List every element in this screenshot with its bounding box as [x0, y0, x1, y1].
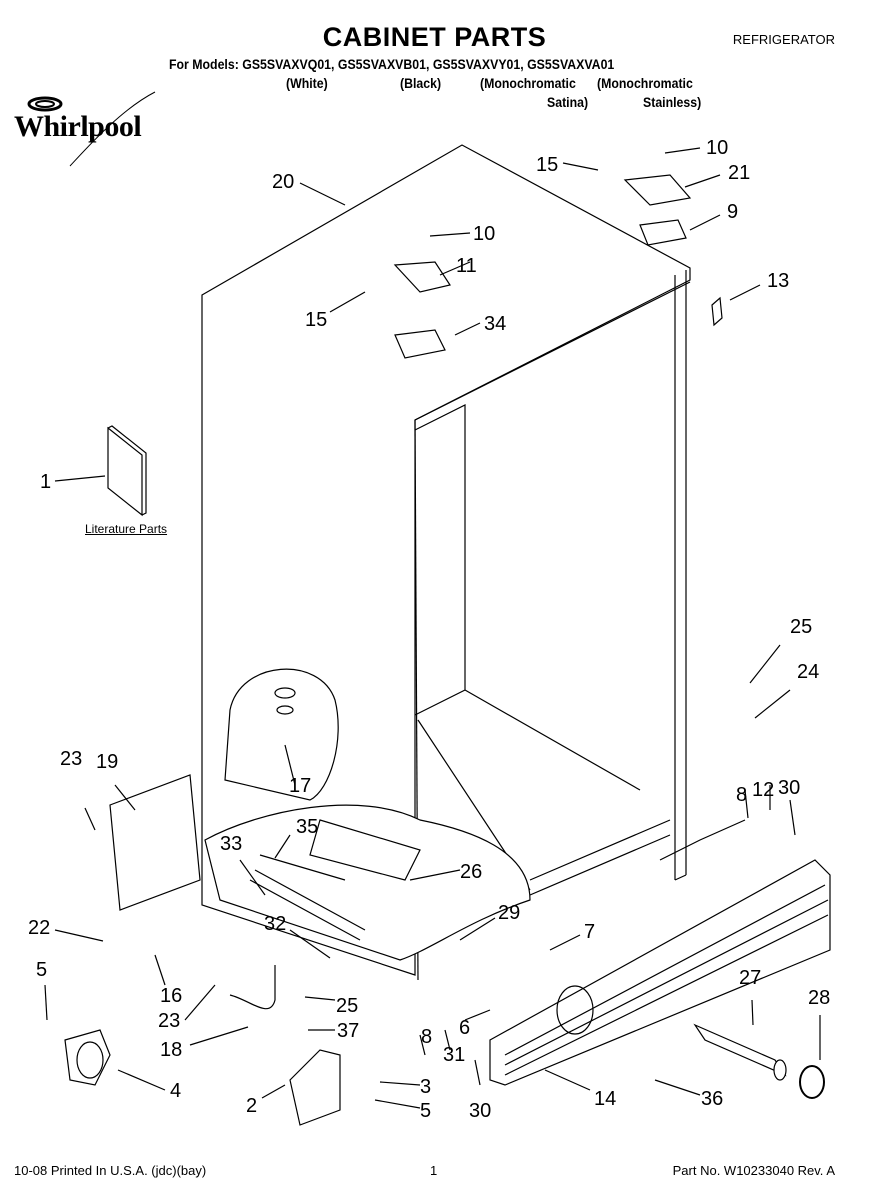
cabinet-inner-frame — [414, 404, 466, 716]
callout-c19: 19 — [96, 751, 119, 773]
callout-c4: 4 — [170, 1080, 182, 1102]
part-number: Part No. W10233040 Rev. A — [672, 1163, 835, 1178]
callout-c7: 7 — [584, 921, 596, 943]
detail-bubble-17 — [224, 668, 339, 801]
callout-c20: 20 — [272, 171, 295, 193]
variant-stainless-line2: Stainless) — [643, 94, 702, 110]
callout-c18: 18 — [160, 1039, 183, 1061]
callout-c36: 36 — [701, 1088, 724, 1110]
callout-c24: 24 — [797, 661, 820, 683]
callout-c15b: 15 — [305, 309, 328, 331]
callout-c10b: 10 — [473, 223, 496, 245]
variant-black: (Black) — [400, 75, 442, 91]
callout-c13: 13 — [767, 270, 790, 292]
variant-satina-line1: (Monochromatic — [480, 75, 576, 91]
top-hinge-21 — [623, 174, 692, 206]
callout-c27: 27 — [739, 967, 762, 989]
water-filter — [693, 1023, 787, 1077]
variant-stainless-line1: (Monochromatic — [597, 75, 693, 91]
callout-c33: 33 — [220, 833, 243, 855]
callout-c25b: 25 — [336, 995, 359, 1017]
callout-c29: 29 — [498, 902, 521, 924]
callout-c25a: 25 — [790, 616, 813, 638]
callout-c32: 32 — [264, 913, 287, 935]
callout-c34: 34 — [484, 313, 507, 335]
callout-c30a: 30 — [778, 777, 801, 799]
cabinet-top-front-edge — [414, 281, 691, 421]
heater-26 — [309, 819, 421, 881]
callout-c14: 14 — [594, 1088, 617, 1110]
brand-name: Whirlpool — [14, 110, 142, 143]
callout-c30b: 30 — [469, 1100, 492, 1122]
callout-c9: 9 — [727, 201, 739, 223]
callout-c23a: 23 — [60, 748, 83, 770]
callout-c17: 17 — [289, 775, 312, 797]
models-line: For Models: GS5SVAXVQ01, GS5SVAXVB01, GS… — [169, 56, 615, 72]
callout-c26: 26 — [460, 861, 483, 883]
callout-c16: 16 — [160, 985, 183, 1007]
cabinet-bottom-rail — [529, 819, 671, 896]
callout-c8a: 8 — [736, 784, 748, 806]
callout-c2: 2 — [246, 1095, 258, 1117]
hinge-plate-34 — [394, 329, 446, 359]
callout-c21: 21 — [728, 162, 751, 184]
drain-pan-cutaway — [204, 804, 531, 961]
leader-lines — [44, 147, 821, 1109]
literature-booklet — [107, 425, 147, 517]
rear-grille — [109, 774, 201, 911]
variant-white: (White) — [286, 75, 328, 91]
water-line — [229, 965, 276, 1010]
callout-c3: 3 — [420, 1076, 432, 1098]
callout-c8b: 8 — [421, 1026, 433, 1048]
callout-c5a: 5 — [36, 959, 48, 981]
page-number: 1 — [430, 1163, 438, 1178]
literature-parts-link[interactable]: Literature Parts — [85, 522, 168, 536]
callout-c11: 11 — [456, 255, 477, 277]
callout-c1: 1 — [40, 471, 52, 493]
appliance-category: REFRIGERATOR — [732, 32, 835, 47]
cabinet-right-front-rail — [674, 270, 687, 881]
callout-c15a: 15 — [536, 154, 559, 176]
callout-c23b: 23 — [158, 1010, 181, 1032]
door-hinge — [289, 1049, 341, 1126]
callout-c6: 6 — [459, 1017, 471, 1039]
print-info: 10-08 Printed In U.S.A. (jdc)(bay) — [14, 1163, 207, 1178]
part-13 — [711, 296, 723, 327]
callout-c31: 31 — [443, 1044, 466, 1066]
filter-cap — [799, 1065, 825, 1099]
defrost-tube — [249, 869, 366, 941]
callout-c28: 28 — [808, 987, 831, 1009]
callout-c10a: 10 — [706, 137, 729, 159]
callout-c37: 37 — [337, 1020, 360, 1042]
tube-35 — [259, 854, 346, 881]
variant-satina-line2: Satina) — [547, 94, 589, 110]
callout-c5b: 5 — [420, 1100, 432, 1122]
page-title: CABINET PARTS — [322, 22, 547, 52]
hinge-plate-9 — [639, 219, 687, 246]
top-hinge-11 — [393, 261, 451, 293]
callout-c12: 12 — [752, 779, 775, 801]
callout-c22: 22 — [28, 917, 51, 939]
whirlpool-logo-icon — [27, 91, 156, 167]
cabinet-lower-right — [659, 819, 746, 861]
callout-c35: 35 — [296, 816, 319, 838]
